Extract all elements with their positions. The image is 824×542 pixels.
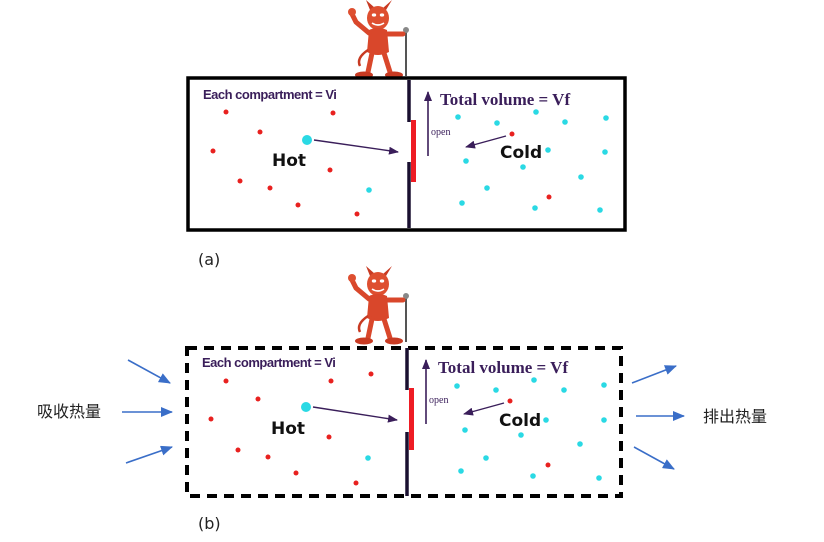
container-b <box>185 346 623 498</box>
absorb-heat-label: 吸收热量 <box>37 402 102 421</box>
demon-a-icon <box>348 0 409 79</box>
door-a <box>411 120 416 182</box>
compartment-volume-label-a: Each compartment = Vi <box>203 87 337 102</box>
hot-motion-arrow-b <box>312 406 398 423</box>
hot-label-a: Hot <box>272 151 307 171</box>
demon-b-icon <box>348 266 409 345</box>
open-label-b: open <box>429 395 449 406</box>
panel-a <box>186 0 627 232</box>
panel-a-label: (a) <box>198 250 221 269</box>
cold-particles-a <box>302 109 609 213</box>
container-a <box>186 76 627 232</box>
panel-b <box>122 266 685 498</box>
panel-b-label: (b) <box>198 514 221 533</box>
cold-motion-arrow-a <box>465 135 507 149</box>
hot-particles-b <box>208 371 551 486</box>
cold-motion-arrow-b <box>463 402 505 416</box>
total-volume-label-b: Total volume = Vf <box>438 358 569 377</box>
compartment-volume-label-b: Each compartment = Vi <box>202 355 336 370</box>
release-heat-label: 排出热量 <box>703 407 768 426</box>
heat-out-arrows <box>631 365 685 470</box>
cold-particles-b <box>301 377 607 481</box>
cold-label-a: Cold <box>500 143 543 163</box>
hot-particles-a <box>210 109 552 217</box>
open-label-a: open <box>431 127 451 138</box>
hot-label-b: Hot <box>271 419 306 439</box>
cold-label-b: Cold <box>499 411 542 431</box>
heat-in-arrows <box>122 359 173 464</box>
door-b <box>409 388 414 450</box>
total-volume-label-a: Total volume = Vf <box>440 90 571 109</box>
hot-motion-arrow-a <box>313 139 399 155</box>
